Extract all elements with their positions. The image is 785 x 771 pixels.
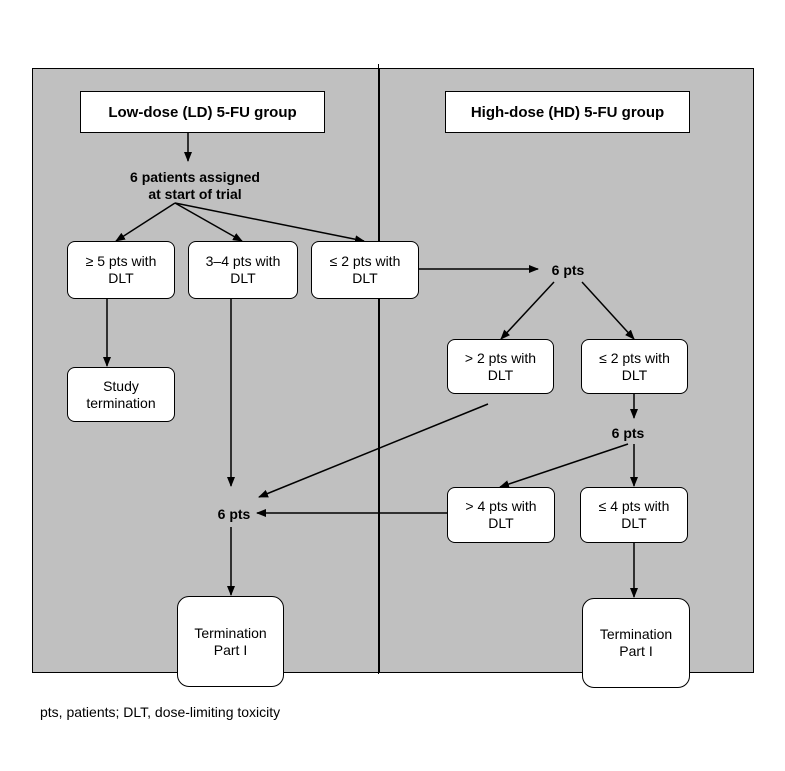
hd-gt4-dlt-box: > 4 pts with DLT [447, 487, 555, 543]
hd-6pts-second-label: 6 pts [611, 425, 645, 441]
hd-6pts-first-label: 6 pts [551, 262, 585, 278]
footnote: pts, patients; DLT, dose-limiting toxici… [40, 704, 281, 720]
ld-3to4-dlt-box: 3–4 pts with DLT [188, 241, 298, 299]
ld-ge5-dlt-box: ≥ 5 pts with DLT [67, 241, 175, 299]
hd-gt2-dlt-box: > 2 pts with DLT [447, 339, 554, 394]
study-termination-box: Study termination [67, 367, 175, 422]
hd-termination-part1-box: Termination Part I [582, 598, 690, 688]
high-dose-group-header: High-dose (HD) 5-FU group [445, 91, 690, 133]
ld-6pts-label: 6 pts [217, 506, 251, 522]
panel-divider [378, 64, 379, 674]
hd-le2-dlt-box: ≤ 2 pts with DLT [581, 339, 688, 394]
start-label: 6 patients assigned at start of trial [130, 169, 260, 202]
ld-termination-part1-box: Termination Part I [177, 596, 284, 687]
low-dose-group-header: Low-dose (LD) 5-FU group [80, 91, 325, 133]
hd-le4-dlt-box: ≤ 4 pts with DLT [580, 487, 688, 543]
high-dose-panel [379, 68, 754, 673]
ld-le2-dlt-box: ≤ 2 pts with DLT [311, 241, 419, 299]
